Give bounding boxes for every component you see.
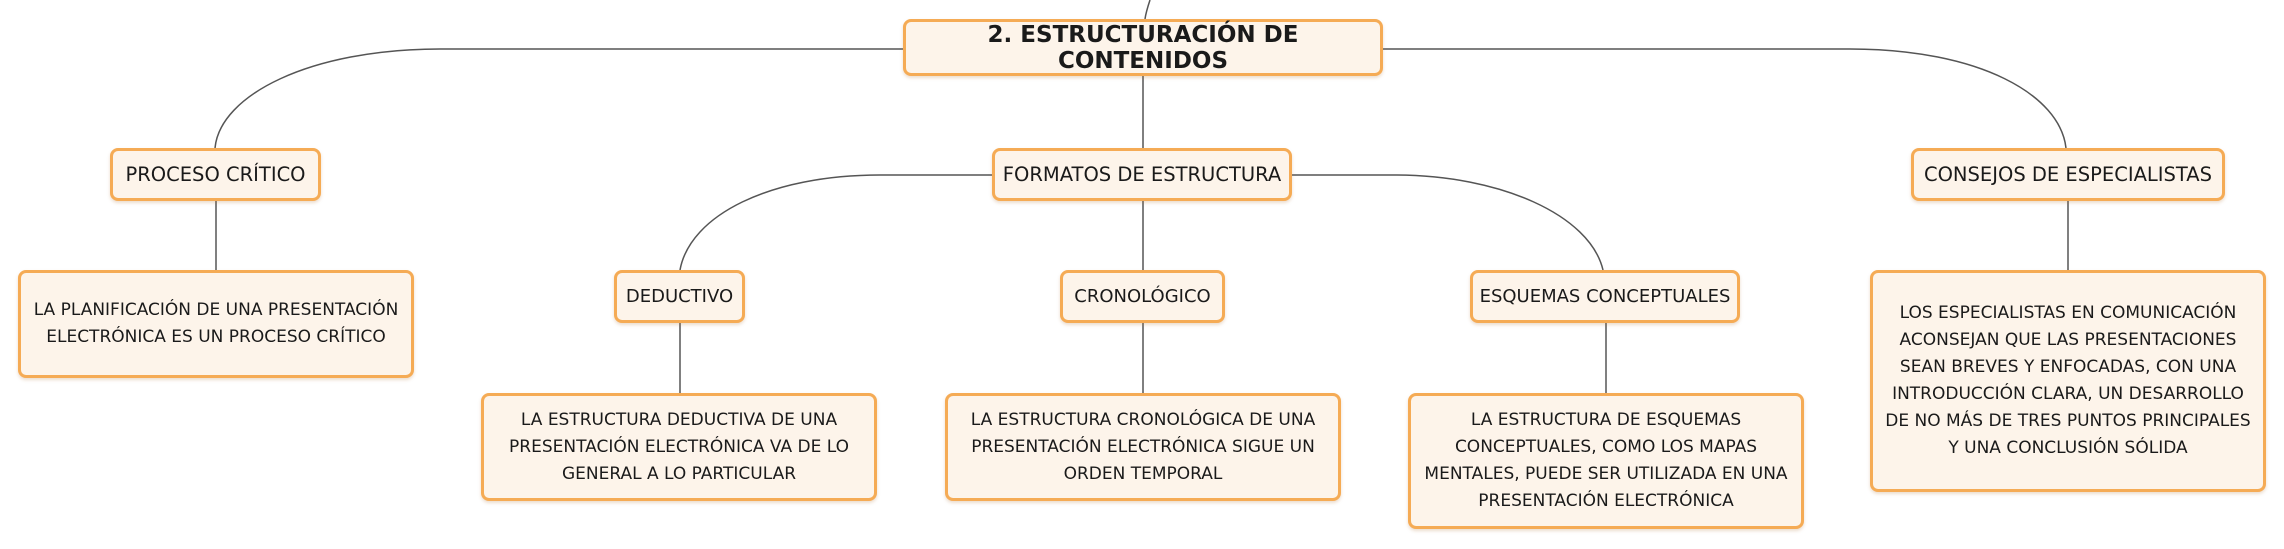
connector-parent-root	[1144, 0, 1151, 20]
connector-root-consejos	[1383, 48, 2067, 149]
detail-consejos-de-especialistas[interactable]: LOS ESPECIALISTAS EN COMUNICACIÓN ACONSE…	[1870, 270, 2266, 492]
connector-root-proceso	[214, 48, 903, 149]
detail-cronologico-text: LA ESTRUCTURA CRONOLÓGICA DE UNA PRESENT…	[970, 409, 1316, 484]
node-formatos-de-estructura-label: FORMATOS DE ESTRUCTURA	[1002, 163, 1282, 186]
connector-formatos-esquemas	[1291, 174, 1604, 271]
node-esquemas-conceptuales-label: ESQUEMAS CONCEPTUALES	[1479, 286, 1731, 307]
node-proceso-critico-label: PROCESO CRÍTICO	[125, 163, 306, 186]
detail-proceso-critico-text: LA PLANIFICACIÓN DE UNA PRESENTACIÓN ELE…	[33, 300, 399, 347]
detail-deductivo[interactable]: LA ESTRUCTURA DEDUCTIVA DE UNA PRESENTAC…	[481, 393, 877, 501]
root-node-label: 2. ESTRUCTURACIÓN DE CONTENIDOS	[987, 21, 1299, 74]
node-proceso-critico[interactable]: PROCESO CRÍTICO	[110, 148, 321, 201]
detail-deductivo-text: LA ESTRUCTURA DEDUCTIVA DE UNA PRESENTAC…	[509, 409, 849, 484]
detail-cronologico[interactable]: LA ESTRUCTURA CRONOLÓGICA DE UNA PRESENT…	[945, 393, 1341, 501]
node-esquemas-conceptuales[interactable]: ESQUEMAS CONCEPTUALES	[1470, 270, 1740, 323]
root-node[interactable]: 2. ESTRUCTURACIÓN DE CONTENIDOS	[903, 19, 1383, 76]
node-consejos-de-especialistas-label: CONSEJOS DE ESPECIALISTAS	[1923, 163, 2213, 186]
node-formatos-de-estructura[interactable]: FORMATOS DE ESTRUCTURA	[992, 148, 1292, 201]
detail-proceso-critico[interactable]: LA PLANIFICACIÓN DE UNA PRESENTACIÓN ELE…	[18, 270, 414, 378]
detail-esquemas-conceptuales-text: LA ESTRUCTURA DE ESQUEMAS CONCEPTUALES, …	[1424, 410, 1788, 511]
node-cronologico[interactable]: CRONOLÓGICO	[1060, 270, 1225, 323]
connector-formatos-deductivo	[679, 174, 992, 271]
node-deductivo-label: DEDUCTIVO	[625, 286, 734, 307]
detail-esquemas-conceptuales[interactable]: LA ESTRUCTURA DE ESQUEMAS CONCEPTUALES, …	[1408, 393, 1804, 529]
node-consejos-de-especialistas[interactable]: CONSEJOS DE ESPECIALISTAS	[1911, 148, 2225, 201]
node-cronologico-label: CRONOLÓGICO	[1074, 286, 1211, 307]
node-deductivo[interactable]: DEDUCTIVO	[614, 270, 745, 323]
detail-consejos-de-especialistas-text: LOS ESPECIALISTAS EN COMUNICACIÓN ACONSE…	[1885, 303, 2251, 458]
